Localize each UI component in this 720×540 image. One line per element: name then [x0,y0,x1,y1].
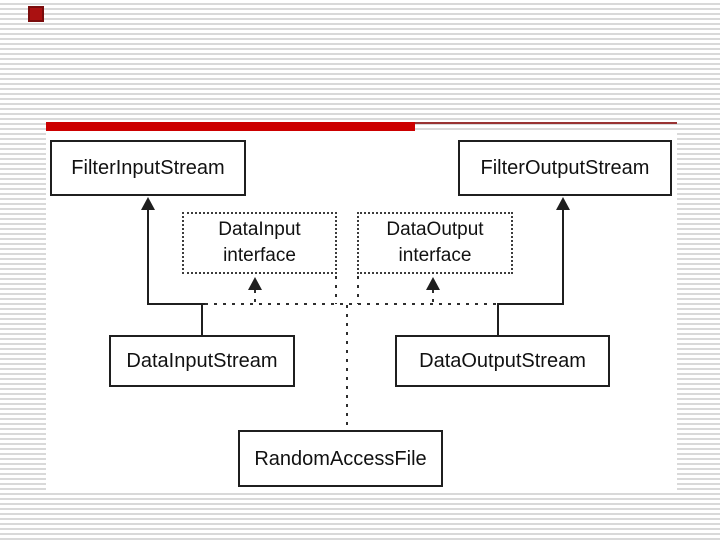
arrowhead-up-dataoutput-interface-icon [426,277,440,290]
connector-left-drop [201,303,203,336]
node-datainput-interface-label: DataInput interface [218,217,300,269]
connector-right-horizontal [497,303,564,305]
dotted-connector-to-dataoutput [432,290,434,304]
node-filteroutputstream-label: FilterOutputStream [480,157,650,179]
arrowhead-up-datainput-interface-icon [248,277,262,290]
diagram-area: FilterInputStream FilterOutputStream Dat… [46,131,677,492]
node-datainput-interface: DataInput interface [182,212,337,274]
dotted-connector-randomaccessfile [346,305,348,430]
node-randomaccessfile: RandomAccessFile [238,430,443,487]
dataoutput-interface-line1: DataOutput [386,219,484,240]
node-filterinputstream: FilterInputStream [50,140,246,196]
node-filteroutputstream: FilterOutputStream [458,140,672,196]
node-datainputstream: DataInputStream [109,335,295,387]
datainput-interface-line2: interface [223,245,296,266]
accent-thin-line [415,122,677,124]
dotted-connector-gap-right [357,276,359,304]
dotted-connector-horizontal [205,303,497,305]
connector-right-drop [497,303,499,336]
node-datainputstream-label: DataInputStream [126,350,278,372]
node-filterinputstream-label: FilterInputStream [71,157,225,179]
connector-right-vertical [562,208,564,304]
node-dataoutput-interface-label: DataOutput interface [386,217,483,269]
node-dataoutputstream-label: DataOutputStream [419,350,586,372]
dataoutput-interface-line2: interface [398,245,472,266]
slide-corner-square-decoration [28,6,44,22]
arrowhead-up-filteroutputstream-icon [556,197,570,210]
arrowhead-up-filterinputstream-icon [141,197,155,210]
dotted-connector-gap-left [335,276,337,304]
node-dataoutputstream: DataOutputStream [395,335,610,387]
dotted-connector-to-datainput [254,290,256,304]
accent-bar [46,122,415,131]
node-randomaccessfile-label: RandomAccessFile [254,447,427,470]
connector-left-horizontal [147,303,205,305]
connector-left-vertical [147,208,149,304]
datainput-interface-line1: DataInput [218,219,301,240]
node-dataoutput-interface: DataOutput interface [357,212,513,274]
